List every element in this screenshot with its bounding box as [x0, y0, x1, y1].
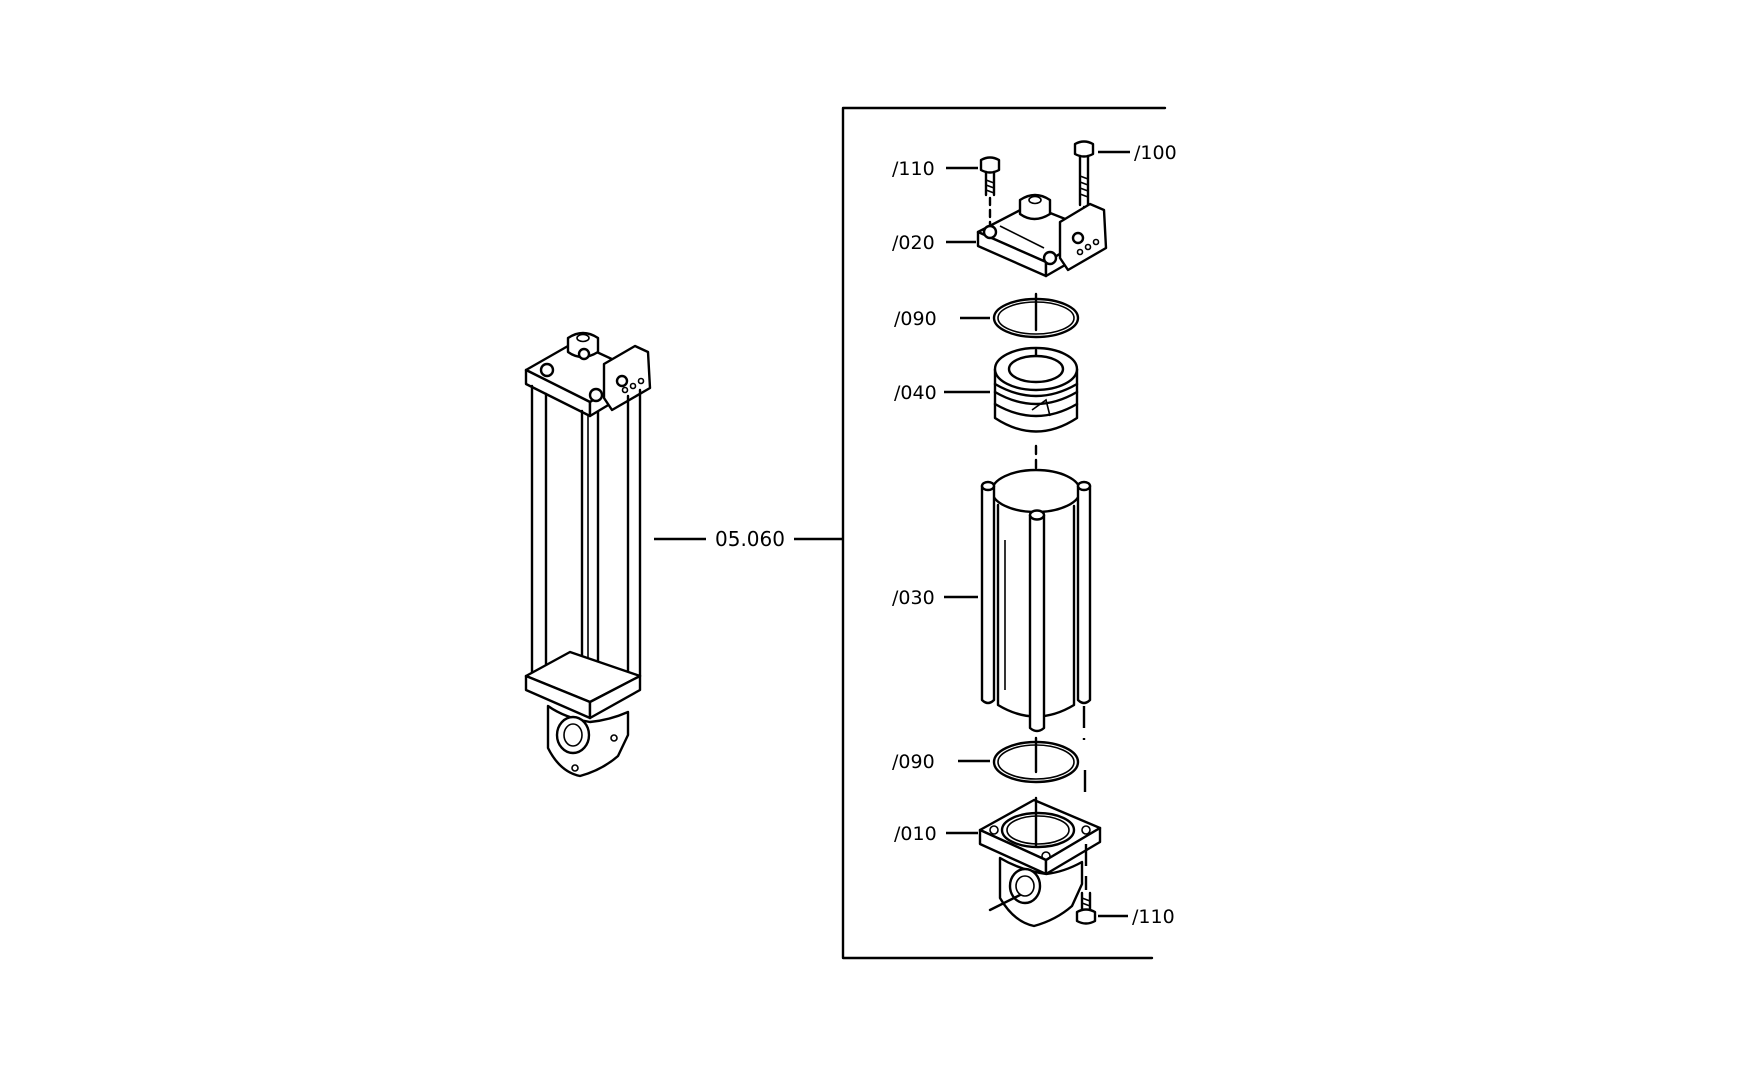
callout-label-010: /010 — [894, 823, 937, 845]
bottom-cover-drawing — [978, 796, 1102, 928]
screw-bottom-drawing — [1075, 891, 1097, 925]
callout-label-110-bottom: /110 — [1132, 906, 1175, 928]
o-ring-top-drawing — [992, 292, 1080, 339]
assembly-number-label: 05.060 — [715, 527, 785, 551]
o-ring-bottom-drawing — [992, 736, 1087, 800]
callout-label-110-top: /110 — [892, 158, 935, 180]
piston-drawing — [993, 346, 1079, 433]
callout-label-100: /100 — [1134, 142, 1177, 164]
callout-label-090-bottom: /090 — [892, 751, 935, 773]
callout-label-090-top: /090 — [894, 308, 937, 330]
assembly-bracket — [841, 106, 1167, 960]
assembled-cylinder-drawing — [524, 331, 652, 778]
screw-top-left-drawing — [979, 156, 1001, 228]
top-cover-drawing — [976, 193, 1108, 278]
callout-label-020: /020 — [892, 232, 935, 254]
barrel-drawing — [980, 444, 1092, 740]
callout-label-030: /030 — [892, 587, 935, 609]
callout-label-040: /040 — [894, 382, 937, 404]
